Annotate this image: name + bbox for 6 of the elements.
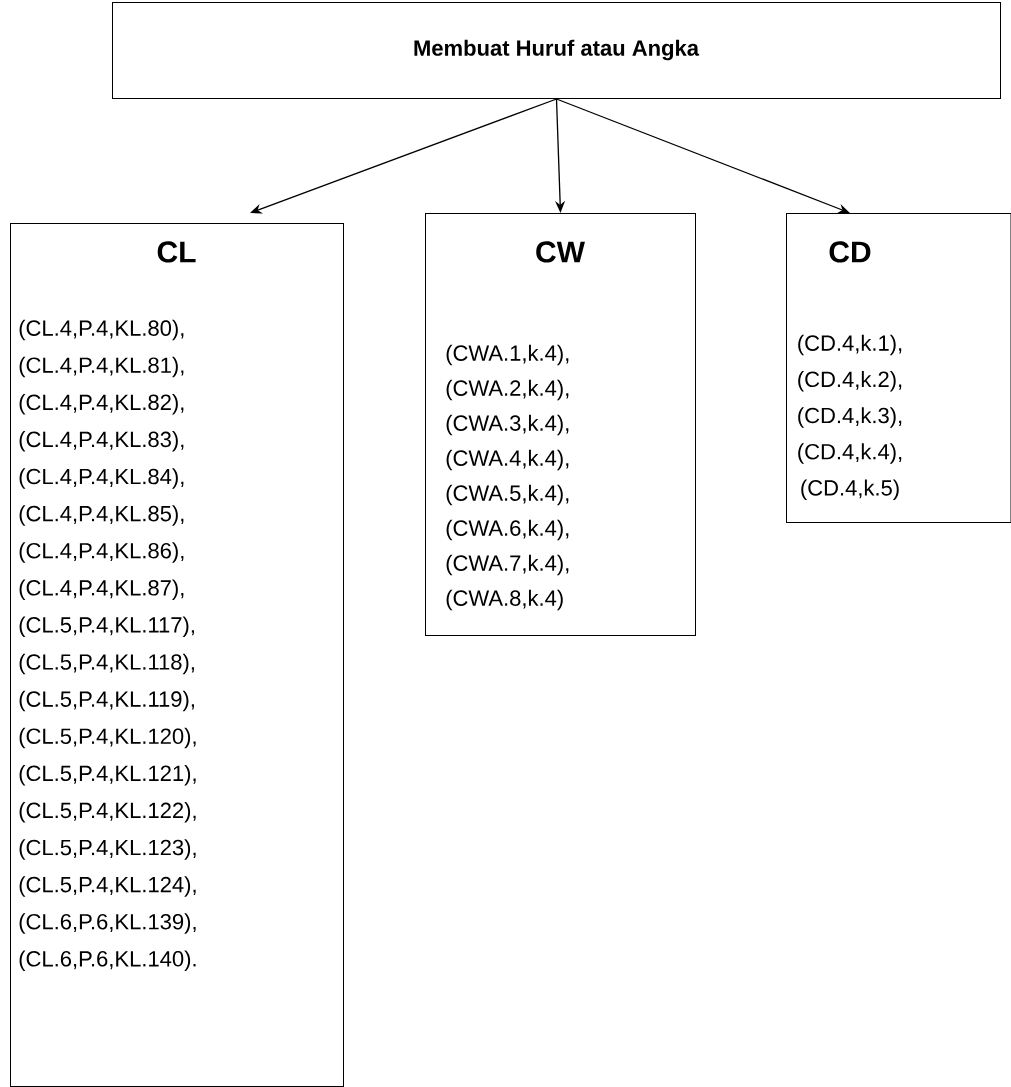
title-box: Membuat Huruf atau Angka bbox=[112, 2, 1001, 99]
category-box: CD (CD.4,k.1), (CD.4,k.2), (CD.4,k.3), (CD.4,k.4), (CD.4,k.5) bbox=[786, 213, 1011, 523]
category-box: CL (CL.4,P.4,KL.80), (CL.4,P.4,KL.81), (CL.4,P.4,KL.82), (CL.4,P.4,KL.83), (CL.4,P.4,KL.84), (CL.4,P.4,KL.85), (CL.4,P.4,KL.86), (CL.4,P.4,KL.87), (CL.5,P.4,KL.117), (CL.5,P.4,KL.118), (CL.5,P.4,KL.119), (CL.5,P.4,KL.120), (CL.5,P.4,KL.121), (CL.5,P.4,KL.122), (CL.5,P.4,KL.123), (CL.5,P.4,KL.124), (CL.6,P.6,KL.139), (CL.6,P.6,KL.140). bbox=[10, 223, 344, 1087]
arrow bbox=[555, 98, 850, 214]
category-box: CW (CWA.1,k.4), (CWA.2,k.4), (CWA.3,k.4), (CWA.4,k.4), (CWA.5,k.4), (CWA.6,k.4), (CWA.7,k.4), (CWA.8,k.4) bbox=[425, 213, 696, 636]
arrow bbox=[250, 98, 558, 214]
